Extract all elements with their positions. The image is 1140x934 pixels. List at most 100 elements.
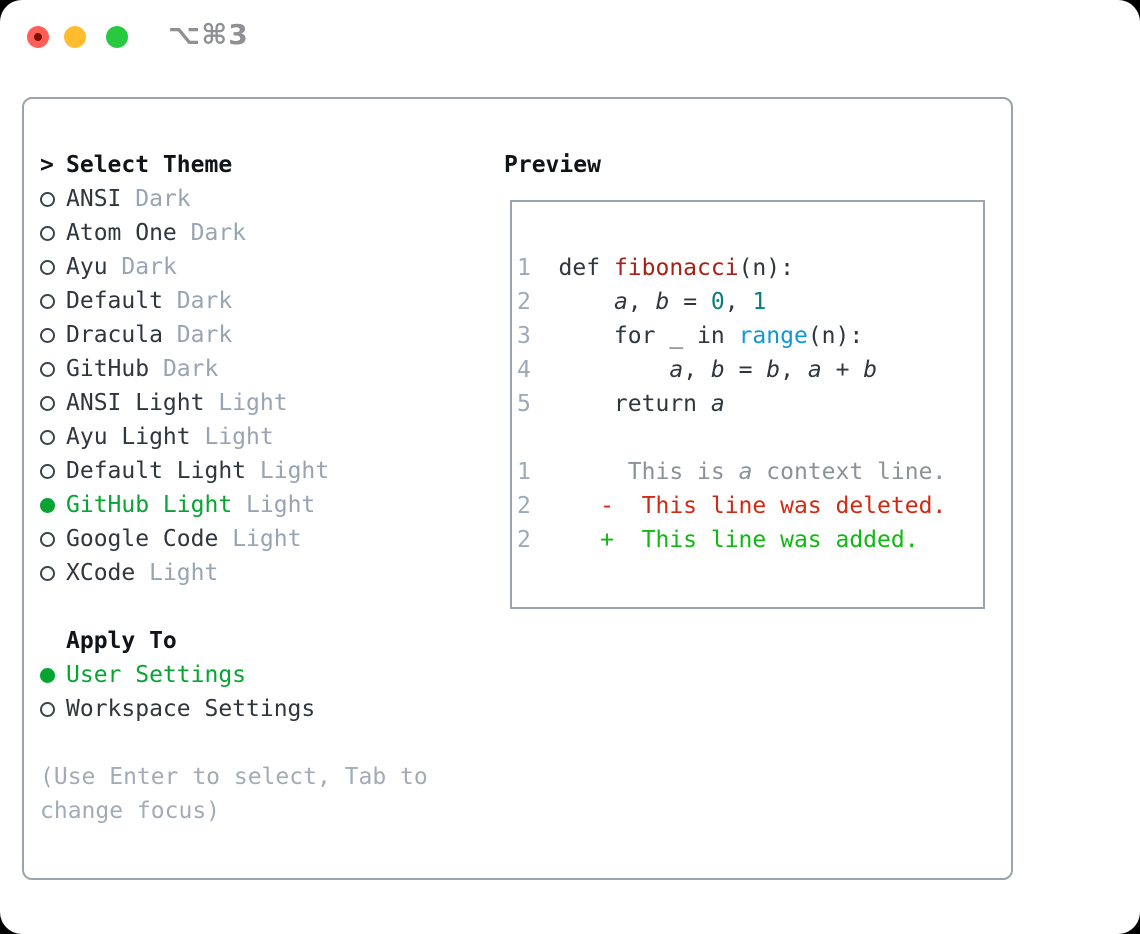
apply-option-name: User Settings [66,662,247,688]
token-code: = [669,289,711,315]
line-number: 2 [517,527,559,553]
token-variable: a [710,391,725,417]
token-code: (n): [738,255,794,281]
token-code [559,289,614,315]
radio-marker [40,395,66,411]
spacer [121,182,135,216]
theme-name: ANSI Light [66,390,205,416]
spacer [177,216,191,250]
radio-unselected-icon [40,259,55,275]
token-deleted: - This line was deleted. [558,493,947,519]
theme-variant: Dark [162,356,219,382]
theme-variant: Light [259,458,330,484]
theme-option-ansi[interactable]: ANSI Dark [40,182,428,216]
radio-unselected-icon [40,191,55,207]
apply-option-workspace-settings[interactable]: Workspace Settings [40,692,428,726]
theme-name: GitHub Light [66,492,233,518]
theme-name: Google Code [66,526,219,552]
radio-marker [40,497,66,513]
radio-unselected-icon [40,327,55,343]
token-builtin: range [738,323,808,349]
token-number: 0 [710,289,725,315]
radio-unselected-icon [40,293,55,309]
radio-marker [40,463,66,479]
minimize-button[interactable] [64,26,86,48]
spacer [108,250,122,284]
radio-marker [40,259,66,275]
theme-variant: Light [218,390,288,416]
line-number: 3 [517,323,559,349]
radio-marker [40,429,66,445]
prompt-icon: > [40,152,54,178]
theme-name: Dracula [66,322,163,348]
spacer [135,556,149,590]
theme-option-dracula[interactable]: Dracula Dark [40,318,428,352]
line-number: 1 [517,459,559,485]
token-code: , [724,289,753,315]
hint-line-1: (Use Enter to select, Tab to [40,764,428,790]
close-button[interactable] [27,26,49,48]
theme-name: GitHub [66,356,150,382]
token-code: + [821,357,864,383]
token-code: return [558,391,711,417]
select-theme-header: >Select Theme [40,148,428,182]
zoom-button[interactable] [106,26,128,48]
radio-marker [40,361,66,377]
line-number: 2 [517,493,559,519]
token-variable: b [863,357,878,383]
spacer [232,488,246,522]
theme-option-github-light[interactable]: GitHub Light Light [40,488,428,522]
theme-variant: Dark [176,288,233,314]
theme-option-ansi-light[interactable]: ANSI Light Light [40,386,428,420]
token-context: a [738,459,753,485]
close-dot-icon [34,33,42,41]
theme-option-ayu-light[interactable]: Ayu Light Light [40,420,428,454]
token-function: fibonacci [613,255,739,281]
radio-unselected-icon [40,395,55,411]
theme-option-default-light[interactable]: Default Light Light [40,454,428,488]
code-line-7: 1 This is a context line. [517,455,983,489]
apply-option-user-settings[interactable]: User Settings [40,658,428,692]
theme-variant: Light [246,492,316,518]
code-line-9: 2 + This line was added. [517,523,983,557]
token-context: context line. [752,459,947,485]
radio-marker [40,701,66,717]
token-variable: a [669,357,684,383]
spacer [246,454,260,488]
radio-marker [40,565,66,581]
theme-name: Ayu Light [66,424,191,450]
hint-line-2: change focus) [40,798,221,824]
radio-unselected-icon [40,701,55,717]
theme-option-default[interactable]: Default Dark [40,284,428,318]
theme-option-github[interactable]: GitHub Dark [40,352,428,386]
radio-unselected-icon [40,531,55,547]
token-number: 1 [752,289,767,315]
token-code: def [558,255,614,281]
token-variable: a [807,357,822,383]
token-variable: b [710,357,725,383]
theme-variant: Dark [135,186,191,212]
theme-variant: Dark [190,220,247,246]
theme-variant: Dark [121,254,177,280]
theme-option-ayu[interactable]: Ayu Dark [40,250,428,284]
theme-variant: Dark [176,322,233,348]
code-line-3: 3 for _ in range(n): [517,319,983,353]
theme-name: Atom One [66,220,177,246]
token-code: = [724,357,767,383]
theme-option-atom-one[interactable]: Atom One Dark [40,216,428,250]
radio-unselected-icon [40,429,55,445]
radio-marker [40,531,66,547]
theme-option-xcode[interactable]: XCode Light [40,556,428,590]
token-variable: a [613,289,628,315]
radio-unselected-icon [40,565,55,581]
window-titlebar: ⌥⌘3 [0,0,1140,74]
line-number: 1 [517,255,559,281]
theme-name: Ayu [66,254,108,280]
window-title-shortcut: ⌥⌘3 [168,18,249,51]
theme-option-google-code[interactable]: Google Code Light [40,522,428,556]
apply-to-heading: Apply To [66,628,177,654]
token-code: , [780,357,808,383]
radio-unselected-icon [40,361,55,377]
